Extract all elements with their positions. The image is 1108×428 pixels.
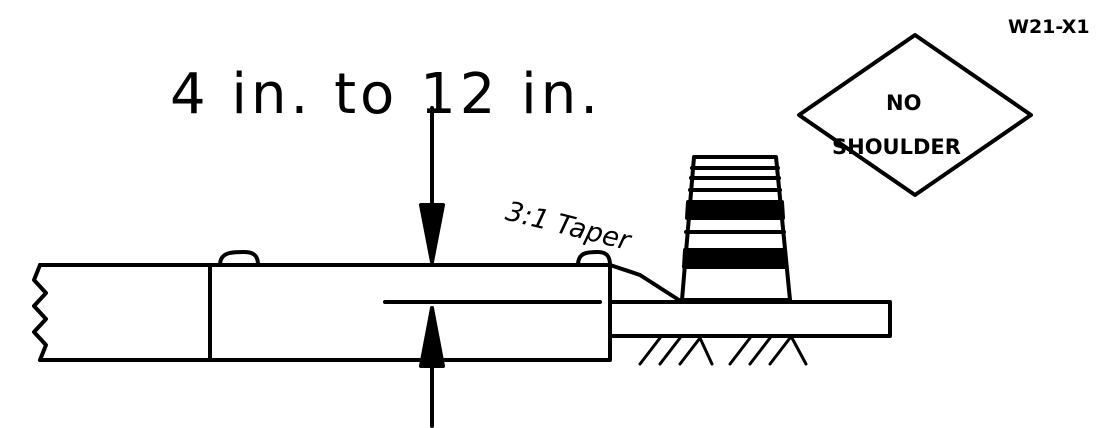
sign-text-line-2: SHOULDER xyxy=(832,135,961,159)
taper-wedge xyxy=(608,263,684,304)
drum-band-upper xyxy=(685,200,785,220)
dimension-arrows xyxy=(419,106,445,428)
shoulder-surface xyxy=(608,300,892,338)
drum-band-lower xyxy=(682,248,788,269)
sign-code-label: W21-X1 xyxy=(1008,16,1090,38)
break-line-icon xyxy=(32,263,48,362)
warning-sign-diamond xyxy=(797,33,1033,197)
pavement-marker-left xyxy=(218,250,260,267)
ground-hatch xyxy=(638,336,808,366)
pavement-marker-right xyxy=(576,250,612,267)
dimension-label: 4 in. to 12 in. xyxy=(170,62,603,127)
pavement-slab xyxy=(32,263,612,362)
channelizing-drum xyxy=(680,155,792,302)
sign-text-line-1: NO xyxy=(886,91,922,115)
